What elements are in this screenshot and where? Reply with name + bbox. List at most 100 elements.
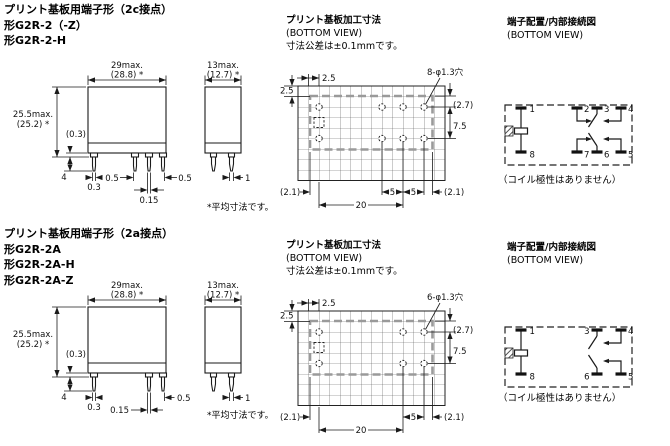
coil-symbol: [513, 331, 529, 373]
dim-side-width: 13max.: [207, 281, 239, 291]
dim-pin-width: 0.3: [87, 183, 101, 193]
terminal-title-block-2c: 端子配置/内部接続図 (BOTTOM VIEW): [507, 16, 596, 42]
dim-height-avg: (25.2) *: [17, 340, 50, 350]
terminal-title: 端子配置/内部接続図: [507, 242, 596, 253]
dim-side-pin: 1: [245, 394, 250, 404]
dim-span-20: 20: [356, 426, 367, 436]
pcb-hole-diagram-2c: 2.5 2.5 8-φ1.3穴 (2.7) 7.5 (2.1) 5 5 (2.1…: [280, 67, 473, 211]
dim-bottom-right: (2.1): [444, 413, 464, 423]
dim-pitch-h: 2.5: [322, 74, 336, 84]
coil-polarity-note-2a: （コイル極性はありません）: [498, 393, 622, 404]
dim-height-avg: (25.2) *: [17, 120, 50, 130]
dim-edge: (2.7): [453, 326, 473, 336]
dim-pin-width2: 0.5: [105, 174, 119, 184]
avg-dimension-note-2c: *平均寸法です。: [207, 203, 274, 213]
pcb-tolerance: 寸法公差は±0.1mmです。: [286, 266, 403, 277]
terminal-4: 4: [628, 327, 633, 337]
dim-bottom-left: (2.1): [280, 188, 300, 198]
dim-width: 29max.: [111, 61, 143, 71]
pcb-title-block-2a: プリント基板加工寸法 (BOTTOM VIEW) 寸法公差は±0.1mmです。: [286, 239, 403, 278]
orientation-mark: [313, 117, 325, 128]
dim-pin-length: 4: [61, 393, 66, 403]
terminal-1: 1: [530, 105, 535, 115]
relay-outline-2c: [87, 86, 242, 172]
hole-count-label: 8-φ1.3穴: [427, 67, 464, 78]
dim-pin-width3: 0.5: [178, 174, 192, 184]
dim-edge: (2.7): [453, 101, 473, 111]
dim-pin-width: 0.3: [87, 403, 101, 413]
dim-standoff: (0.3): [66, 350, 86, 360]
pcb-tolerance: 寸法公差は±0.1mmです。: [286, 41, 403, 52]
terminal-title-block-2a: 端子配置/内部接続図 (BOTTOM VIEW): [507, 241, 596, 267]
terminal-numbers: 1 2 3 4 8 7 6 5: [530, 105, 634, 161]
terminal-6: 6: [584, 373, 589, 383]
dim-bottom-left: (2.1): [280, 413, 300, 423]
model-name-g2r2: 形G2R-2（-Z）: [4, 18, 87, 32]
terminal-3: 3: [584, 327, 589, 337]
section-2a-heading-block: プリント基板用端子形（2a接点） 形G2R-2A 形G2R-2A-H 形G2R-…: [4, 226, 173, 288]
terminal-8: 8: [530, 373, 535, 383]
terminal-subtitle: (BOTTOM VIEW): [507, 30, 584, 41]
terminal-numbers: 1 3 4 8 6 5: [530, 327, 634, 383]
terminal-bars: [515, 328, 627, 376]
dimension-lines: [52, 75, 243, 194]
section-2a-title: プリント基板用端子形（2a接点）: [4, 227, 174, 240]
contact-arrows: [586, 118, 609, 142]
avg-dimension-note-2a: *平均寸法です。: [207, 411, 274, 421]
contact-symbols: [587, 331, 622, 373]
dimension-labels: 29max. (28.8) * 13max. (12.7) * 25.5max.…: [13, 61, 251, 206]
dim-pin-width3: 0.5: [177, 394, 191, 404]
relay-case-outline: [504, 104, 633, 166]
dimension-drawing-2c: 29max. (28.8) * 13max. (12.7) * 25.5max.…: [13, 61, 251, 206]
dimension-labels: 29max. (28.8) * 13max. (12.7) * 25.5max.…: [13, 281, 251, 416]
terminal-7: 7: [584, 151, 589, 161]
dim-height: 25.5max.: [13, 330, 53, 340]
dim-side-width: 13max.: [207, 61, 239, 71]
relay-case-outline: [504, 326, 633, 388]
internal-connection-2c: 1 2 3 4 8 7 6 5: [504, 104, 634, 166]
terminal-5: 5: [628, 373, 633, 383]
dim-pin-length: 4: [61, 173, 66, 183]
dim-pin-gap: 0.15: [110, 406, 129, 416]
coil-polarity-note-2c: （コイル極性はありません）: [498, 175, 622, 186]
terminal-8: 8: [530, 151, 535, 161]
relay-footprint-outline: [308, 94, 434, 151]
dim-pitch-h: 2.5: [322, 299, 336, 309]
relay-footprint-outline: [308, 319, 434, 376]
terminal-subtitle: (BOTTOM VIEW): [507, 255, 584, 266]
dimension-arrows: [54, 297, 241, 413]
pcb-dimension-arrows: [289, 300, 453, 433]
orientation-mark: [313, 342, 325, 353]
terminal-title: 端子配置/内部接続図: [507, 17, 596, 28]
pcb-subtitle: (BOTTOM VIEW): [286, 253, 363, 264]
pcb-subtitle: (BOTTOM VIEW): [286, 28, 363, 39]
pcb-grid: [297, 85, 446, 181]
contact-arrows: [603, 340, 609, 364]
terminal-1: 1: [530, 327, 535, 337]
model-name-g2r2ah: 形G2R-2A-H: [4, 258, 75, 271]
pcb-title: プリント基板加工寸法: [286, 15, 382, 26]
dim-row-spacing: 7.5: [453, 122, 467, 132]
relay-outline-2a: [87, 306, 242, 392]
dim-row-spacing: 7.5: [453, 347, 467, 357]
terminal-4: 4: [628, 105, 633, 115]
terminal-2: 2: [584, 105, 589, 115]
dim-span-20: 20: [356, 201, 367, 211]
dim-bottom-right: (2.1): [444, 188, 464, 198]
section-2c-heading-block: プリント基板用端子形（2c接点） 形G2R-2（-Z） 形G2R-2-H: [4, 2, 172, 49]
pcb-dimension-labels: 2.5 2.5 8-φ1.3穴 (2.7) 7.5 (2.1) 5 5 (2.1…: [280, 67, 473, 211]
dim-width-avg: (28.8) *: [111, 291, 144, 301]
terminal-holes: [315, 103, 428, 143]
dim-5a: 5: [390, 188, 395, 198]
dimension-drawing-2a: 29max. (28.8) * 13max. (12.7) * 25.5max.…: [13, 281, 251, 416]
pcb-dimension-arrows: [289, 75, 453, 208]
terminal-bars: [515, 106, 627, 154]
pcb-title: プリント基板加工寸法: [286, 240, 382, 251]
terminal-3: 3: [604, 105, 609, 115]
coil-polarity-mark: [504, 347, 514, 359]
dim-side-pin: 1: [245, 174, 250, 184]
pcb-hole-diagram-2a: 2.5 2.5 6-φ1.3穴 (2.7) 7.5 (2.1) 5 (2.1) …: [280, 292, 473, 436]
dim-standoff: (0.3): [66, 130, 86, 140]
dim-side-width-avg: (12.7) *: [207, 71, 240, 81]
